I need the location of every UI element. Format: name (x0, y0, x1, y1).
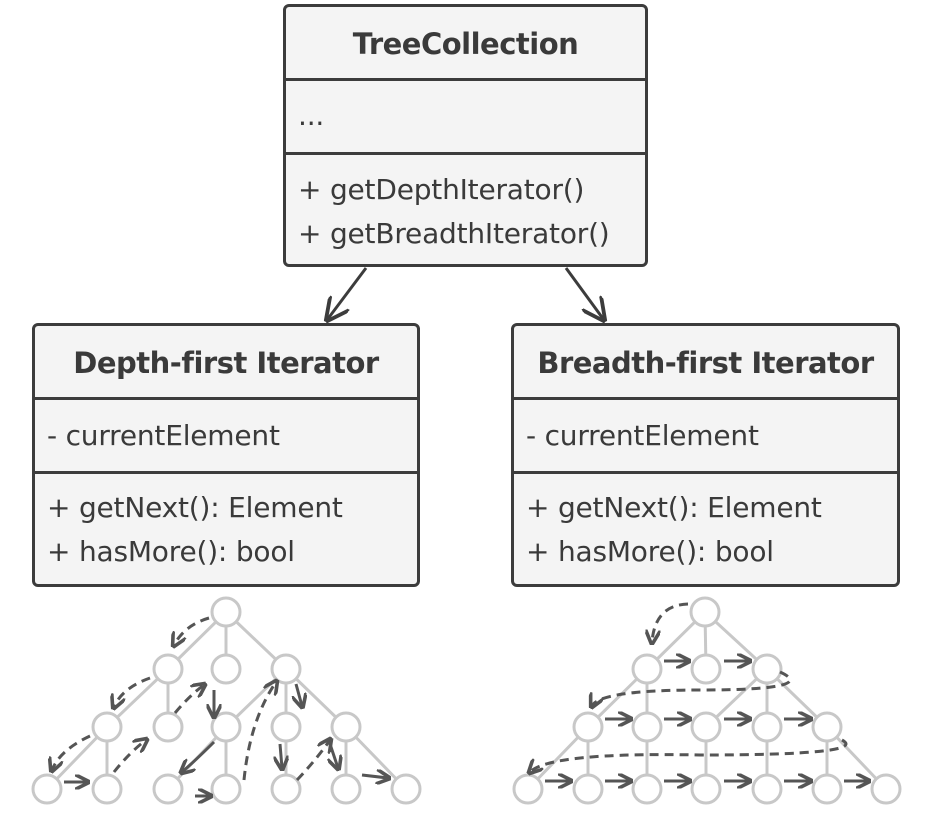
tree-node (31, 773, 63, 805)
tree-node (330, 773, 362, 805)
tree-node (152, 711, 184, 743)
tree-node (631, 773, 663, 805)
traversal-arrow (280, 743, 282, 768)
tree-node (152, 653, 184, 685)
tree-nodes (512, 596, 902, 805)
traversal-arrow (296, 683, 302, 706)
breadth-first-iterator-class: Breadth-first Iterator - currentElement … (511, 323, 900, 587)
tree-node (152, 773, 184, 805)
class-name: Depth-first Iterator (35, 326, 417, 400)
traversal-arrow (52, 734, 91, 770)
breadth-first-tree-icon (512, 596, 902, 805)
class-name: TreeCollection (286, 7, 645, 81)
traversal-path (530, 602, 868, 781)
method: + hasMore(): bool (526, 535, 774, 568)
tree-node (751, 653, 783, 685)
connector-to-depth-iterator (327, 267, 368, 320)
tree-edges (526, 610, 888, 791)
traversal-arrow (173, 685, 204, 714)
traversal-arrow (112, 740, 146, 773)
tree-node (811, 711, 843, 743)
tree-node (870, 773, 902, 805)
tree-node (631, 711, 663, 743)
class-methods: + getNext(): Element + hasMore(): bool (35, 474, 417, 584)
tree-node (751, 711, 783, 743)
tree-node (91, 773, 123, 805)
traversal-arrow (652, 602, 689, 642)
tree-node (210, 711, 242, 743)
class-methods: + getNext(): Element + hasMore(): bool (514, 474, 897, 584)
traversal-arrow (174, 616, 210, 645)
tree-node (572, 773, 604, 805)
traversal-arrow (114, 676, 151, 707)
method: + getNext(): Element (47, 491, 343, 524)
class-fields: - currentElement (35, 400, 417, 474)
depth-first-tree-icon (31, 596, 422, 805)
method: + getNext(): Element (526, 491, 822, 524)
method: + getDepthIterator() (298, 173, 585, 206)
traversal-arrow (295, 740, 330, 782)
tree-node (270, 711, 302, 743)
traversal-arrow (330, 743, 338, 768)
tree-edges (45, 610, 408, 791)
tree-node (690, 653, 722, 685)
method: + hasMore(): bool (47, 535, 295, 568)
tree-node (210, 653, 242, 685)
tree-node (210, 773, 242, 805)
tree-node (751, 773, 783, 805)
class-methods: + getDepthIterator() + getBreadthIterato… (286, 155, 645, 264)
tree-node (689, 596, 721, 628)
field: ... (298, 99, 325, 132)
depth-first-iterator-class: Depth-first Iterator - currentElement + … (32, 323, 420, 587)
tree-node (811, 773, 843, 805)
tree-node (390, 773, 422, 805)
tree-collection-class: TreeCollection ... + getDepthIterator() … (283, 4, 648, 267)
traversal-path (52, 616, 388, 796)
field: - currentElement (47, 419, 280, 452)
traversal-arrow (242, 682, 276, 781)
class-fields: ... (286, 81, 645, 155)
tree-node (572, 711, 604, 743)
traversal-arrow (530, 738, 848, 772)
tree-node (631, 653, 663, 685)
traversal-arrow (182, 740, 216, 772)
tree-node (690, 773, 722, 805)
tree-node (91, 711, 123, 743)
method: + getBreadthIterator() (298, 217, 610, 250)
tree-nodes (31, 596, 422, 805)
class-name: Breadth-first Iterator (514, 326, 897, 400)
tree-node (512, 773, 544, 805)
traversal-arrow (592, 670, 792, 706)
tree-node (690, 711, 722, 743)
connector-to-breadth-iterator (564, 267, 604, 320)
traversal-arrow (361, 775, 388, 778)
tree-node (270, 773, 302, 805)
tree-node (330, 711, 362, 743)
field: - currentElement (526, 419, 759, 452)
tree-node (210, 596, 242, 628)
class-fields: - currentElement (514, 400, 897, 474)
tree-node (270, 653, 302, 685)
